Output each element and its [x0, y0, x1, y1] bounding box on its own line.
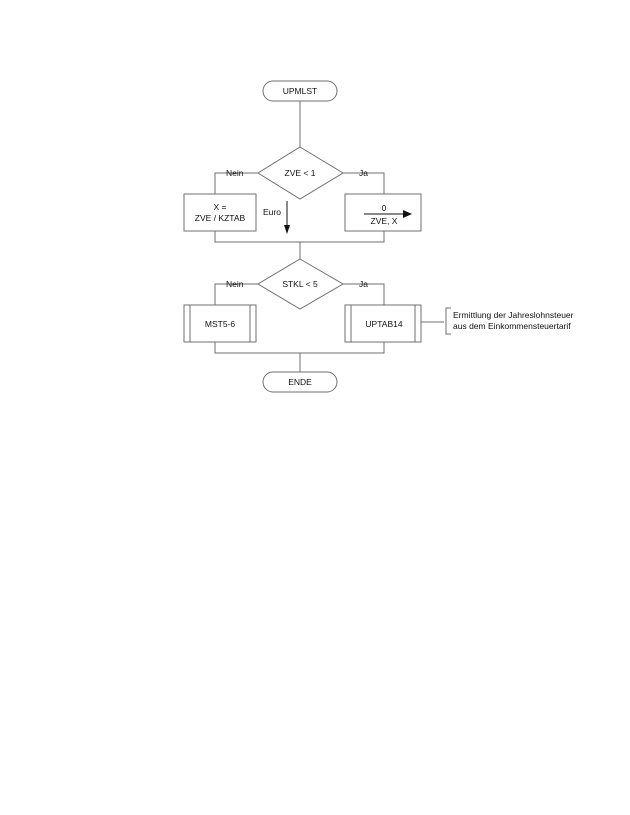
subroutine-uptab14-label: UPTAB14: [365, 319, 402, 329]
x-calc-line2: ZVE / KZTAB: [195, 213, 246, 223]
subroutine-mst5-6-box: [183, 304, 257, 343]
decision-stkl-diamond: [257, 258, 344, 310]
decision2-yes-label: Ja: [359, 279, 368, 289]
x-calc-line1: X =: [214, 202, 227, 212]
annotation-line2: aus dem Einkommensteuertarif: [453, 321, 571, 331]
decision2-no-label: Nein: [226, 279, 244, 289]
start-terminator: [262, 80, 338, 102]
decision1-no-label: Nein: [226, 168, 244, 178]
subroutine-mst5-6-label: MST5-6: [205, 319, 236, 329]
end-label: ENDE: [288, 377, 312, 387]
decision-zve-diamond: [257, 146, 344, 200]
zero-value: 0: [382, 203, 387, 213]
annotation-line1: Ermittlung der Jahreslohnsteuer: [453, 310, 574, 320]
end-terminator: [262, 371, 338, 393]
start-label: UPMLST: [283, 86, 317, 96]
euro-flow-arrow: [284, 201, 290, 234]
decision2-condition: STKL < 5: [282, 279, 318, 289]
decision1-condition: ZVE < 1: [285, 168, 316, 178]
subroutine-uptab14-box: [344, 304, 422, 343]
euro-note: Euro: [263, 207, 281, 217]
assignment-arrow: [364, 210, 412, 218]
decision1-yes-label: Ja: [359, 168, 368, 178]
connector-lines: [214, 101, 451, 372]
zero-assign-targets: ZVE, X: [371, 216, 398, 226]
process-box-x-calc: [183, 193, 257, 232]
